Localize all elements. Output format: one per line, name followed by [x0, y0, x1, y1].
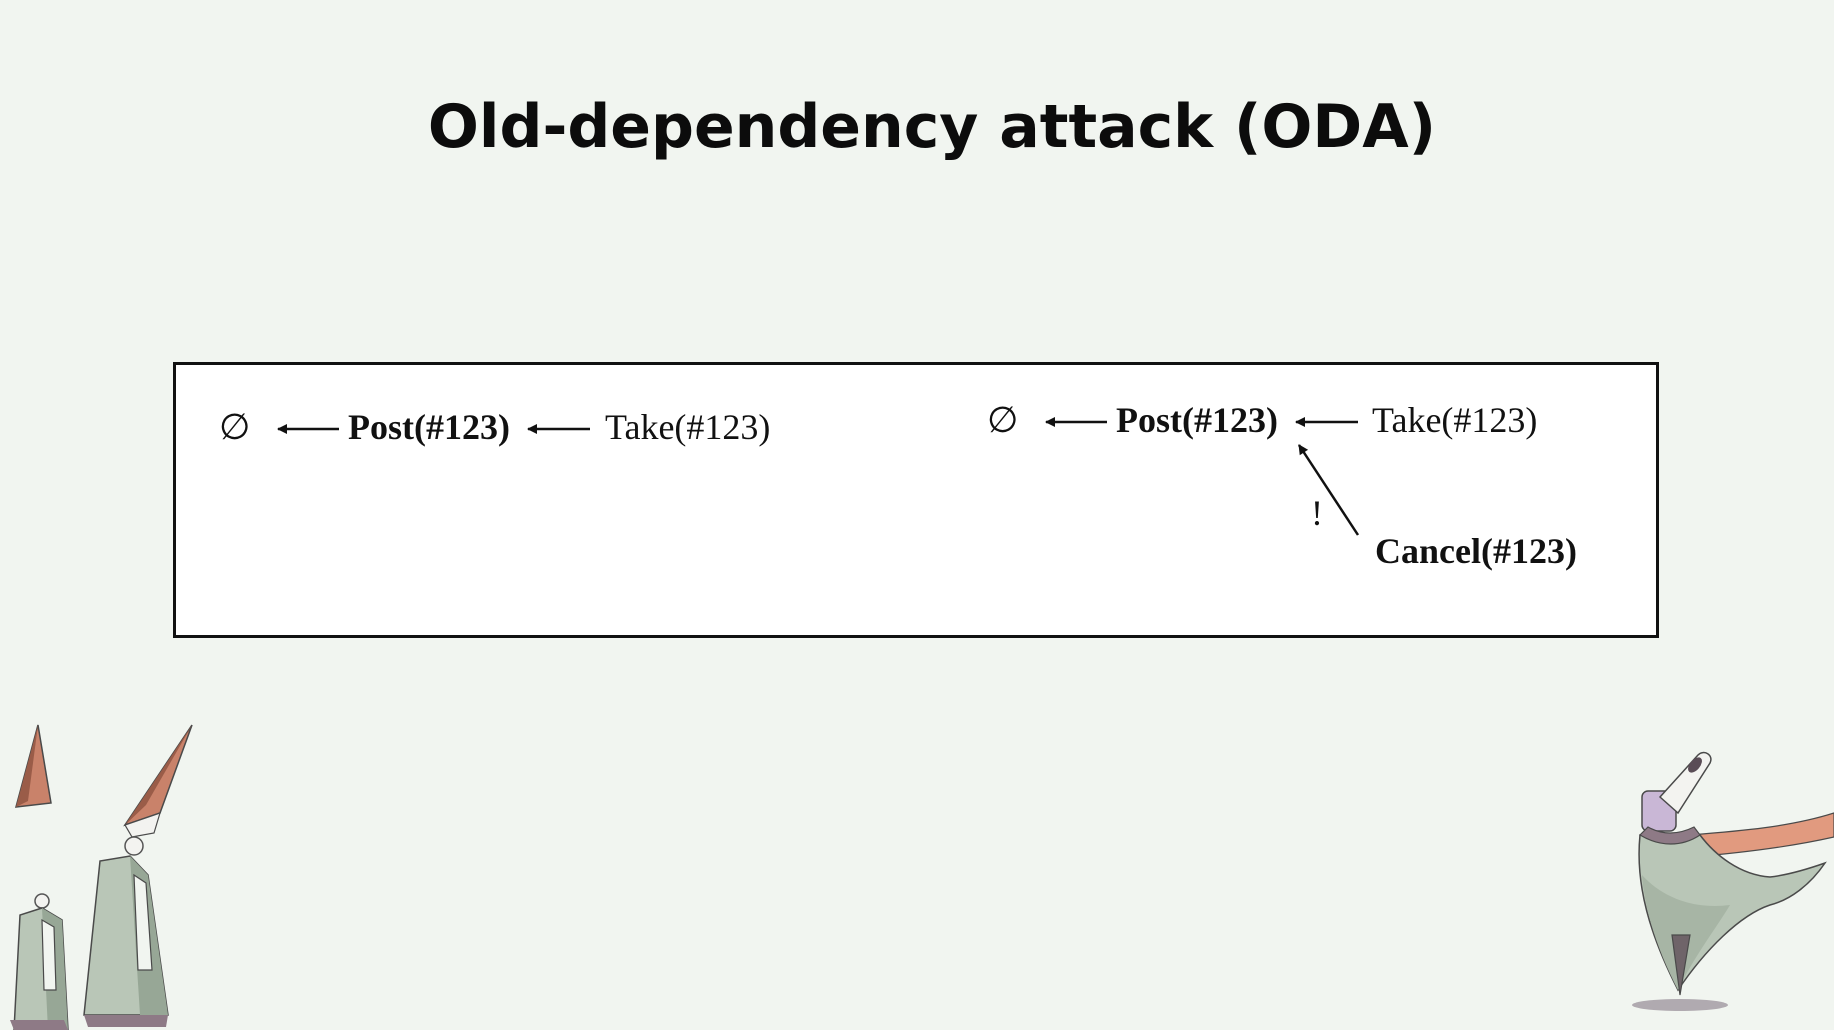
character-scarf-illustration	[1632, 751, 1834, 1011]
conflict-mark: !	[1311, 493, 1323, 533]
left-post-node: Post(#123)	[348, 407, 510, 447]
left-empty-symbol: ∅	[219, 407, 250, 447]
right-post-node: Post(#123)	[1116, 400, 1278, 440]
diagram-figure: ∅ Post(#123) Take(#123) ∅ Post(#123) Tak…	[173, 362, 1659, 638]
right-empty-symbol: ∅	[987, 400, 1018, 440]
character-bishops-illustration	[10, 724, 193, 1030]
dependency-diagram: ∅ Post(#123) Take(#123) ∅ Post(#123) Tak…	[219, 400, 1577, 571]
slide-title: Old-dependency attack (ODA)	[427, 92, 1437, 163]
left-take-node: Take(#123)	[605, 407, 770, 447]
right-arrow-cancel-to-post	[1297, 444, 1360, 536]
right-cancel-node: Cancel(#123)	[1375, 531, 1577, 571]
right-take-node: Take(#123)	[1372, 400, 1537, 440]
